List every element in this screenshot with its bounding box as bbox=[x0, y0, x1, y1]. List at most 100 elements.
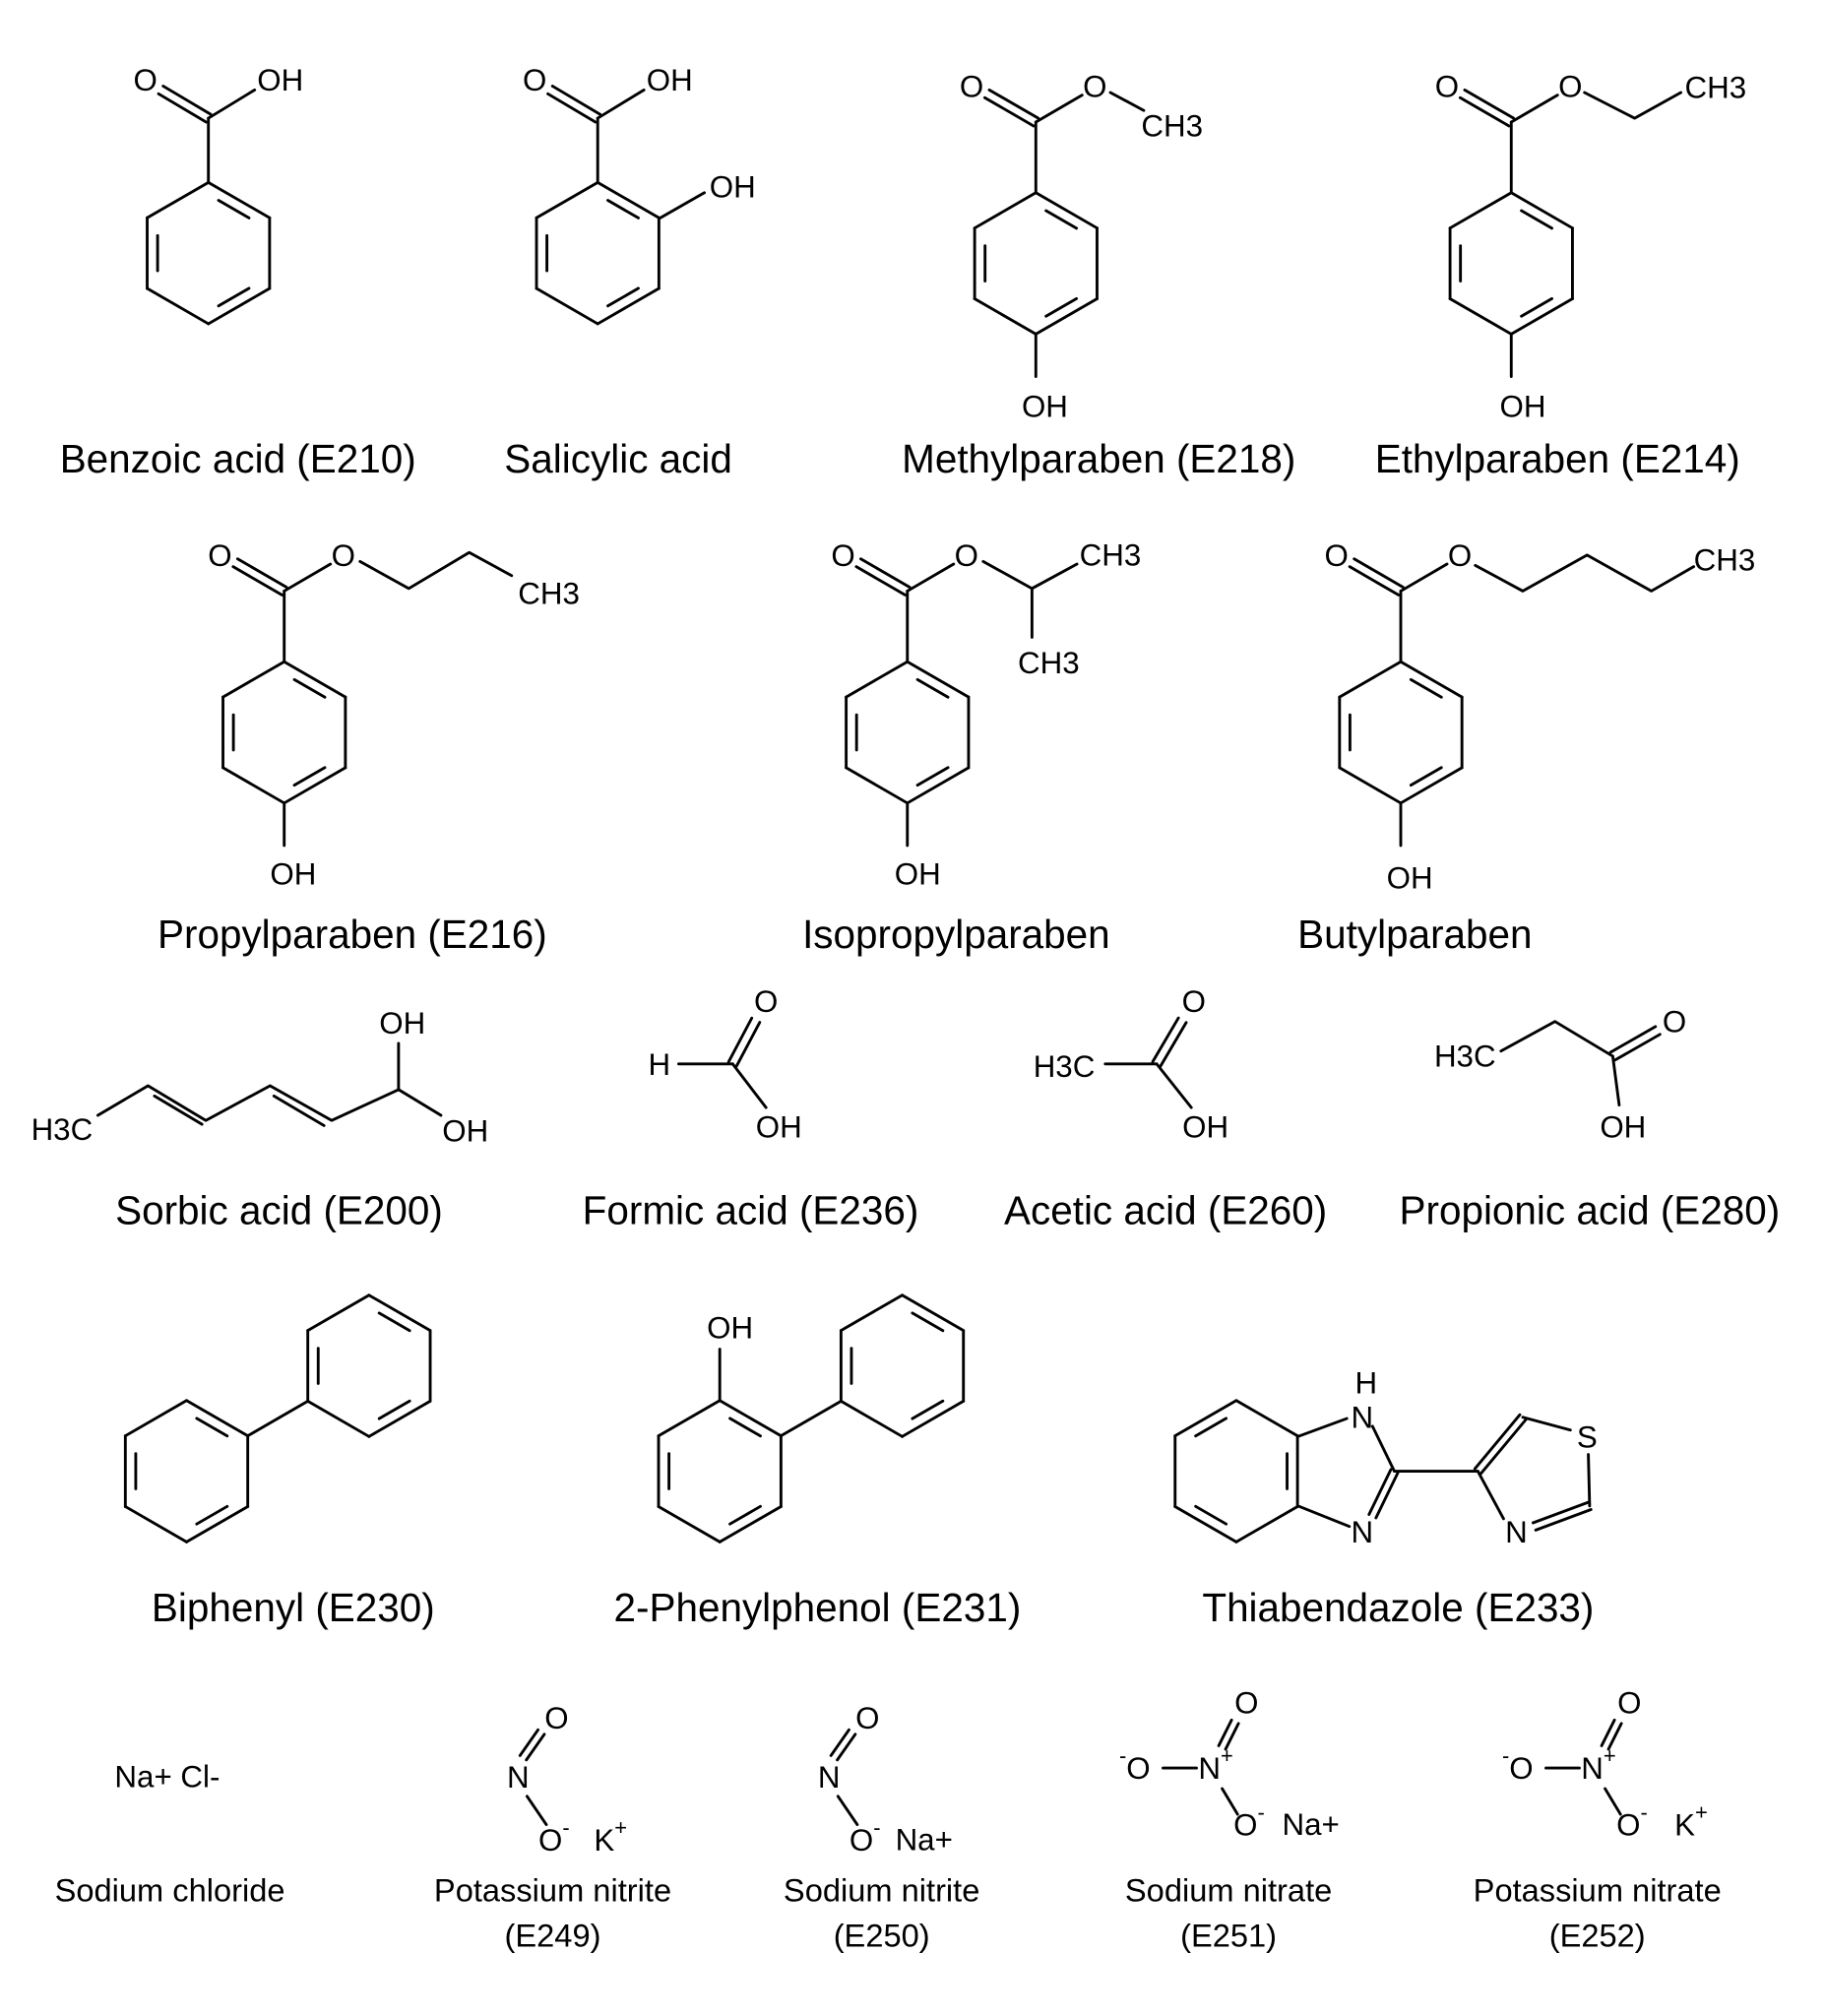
ring-bond bbox=[306, 1399, 371, 1438]
bond bbox=[1296, 1504, 1352, 1529]
ring-bond bbox=[1338, 766, 1403, 805]
atom-label: O bbox=[1083, 69, 1106, 103]
carbon-chain-bond bbox=[1499, 1020, 1614, 1058]
compound-name: Potassium nitrite bbox=[434, 1872, 671, 1909]
bond bbox=[283, 562, 333, 593]
aromatic-double-bond bbox=[292, 766, 327, 788]
compound-name: Sorbic acid (E200) bbox=[115, 1188, 443, 1233]
ring-bond bbox=[845, 660, 910, 699]
ring-bond bbox=[123, 1399, 188, 1438]
ring-bond bbox=[207, 180, 272, 220]
ring-bond bbox=[1448, 297, 1513, 336]
ring-bond bbox=[1234, 1505, 1299, 1544]
double-bond bbox=[734, 1021, 762, 1068]
double-bond bbox=[1217, 1718, 1233, 1747]
atom-label: O bbox=[1182, 983, 1206, 1018]
atom-label: H bbox=[1354, 1365, 1377, 1400]
molecule-sodium-nitrite: ONO-Na+Sodium nitrite(E250) bbox=[784, 1701, 979, 1954]
molecule-biphenyl: Biphenyl (E230) bbox=[123, 1293, 435, 1630]
bond bbox=[1370, 1424, 1396, 1473]
atom-label: O- bbox=[850, 1815, 881, 1858]
ring-bond bbox=[845, 766, 910, 805]
atom-label: OH bbox=[379, 1006, 425, 1040]
aromatic-double-bond bbox=[1194, 1417, 1228, 1438]
atom-label: CH3 bbox=[518, 577, 580, 611]
carbon-chain-bond bbox=[1108, 91, 1146, 112]
bond bbox=[730, 1062, 768, 1109]
ring-bond bbox=[1399, 766, 1464, 805]
double-bond bbox=[726, 1016, 754, 1064]
double-bond bbox=[518, 1728, 539, 1757]
atom-label: Na+ bbox=[896, 1823, 953, 1858]
aromatic-double-bond bbox=[1520, 296, 1553, 318]
compound-name: 2-Phenylphenol (E231) bbox=[614, 1585, 1022, 1630]
ring-bond bbox=[283, 660, 347, 699]
compound-e-number: (E252) bbox=[1549, 1917, 1646, 1953]
atom-label: OH bbox=[895, 856, 941, 891]
atom-label: N bbox=[507, 1760, 530, 1795]
double-bond bbox=[1606, 1722, 1623, 1751]
bond bbox=[1034, 94, 1084, 124]
aromatic-double-bond bbox=[606, 286, 640, 308]
double-bond bbox=[1159, 1021, 1188, 1068]
double-bond bbox=[272, 1094, 326, 1127]
bond bbox=[836, 1795, 859, 1826]
bond bbox=[207, 88, 257, 120]
atom-label: OH bbox=[647, 62, 693, 96]
ring-bond bbox=[185, 1505, 250, 1544]
atom-label: O bbox=[754, 983, 778, 1018]
double-bond bbox=[1463, 88, 1515, 120]
aromatic-double-bond bbox=[377, 1399, 411, 1420]
bond bbox=[1221, 1787, 1239, 1816]
double-bond bbox=[1367, 1468, 1393, 1516]
bond bbox=[906, 562, 956, 593]
ring-bond bbox=[596, 286, 661, 326]
double-bond bbox=[525, 1732, 546, 1762]
compound-e-number: (E250) bbox=[834, 1917, 930, 1953]
ring-bond bbox=[221, 660, 286, 699]
ring-bond bbox=[718, 1399, 783, 1438]
double-bond bbox=[1353, 557, 1405, 589]
compound-name: Biphenyl (E230) bbox=[152, 1585, 435, 1630]
atom-label: Na+ Cl- bbox=[114, 1760, 220, 1795]
atom-label: O bbox=[1617, 1685, 1641, 1720]
aromatic-double-bond bbox=[1409, 766, 1443, 788]
ring-bond bbox=[535, 180, 599, 220]
compound-name: Butylparaben bbox=[1297, 912, 1532, 957]
atom-label: O bbox=[134, 62, 157, 96]
atom-label: CH3 bbox=[1018, 646, 1080, 680]
atom-label: O bbox=[208, 537, 231, 572]
double-bond bbox=[1600, 1718, 1616, 1747]
atom-label: O bbox=[332, 537, 355, 572]
atom-label: O bbox=[1435, 69, 1459, 103]
double-bond bbox=[1224, 1722, 1240, 1751]
atom-label: CH3 bbox=[1141, 108, 1203, 143]
atom-label: O bbox=[1325, 537, 1349, 572]
compound-name: Propylparaben (E216) bbox=[157, 912, 547, 957]
ring-bond bbox=[185, 1399, 250, 1438]
ring-bond bbox=[146, 286, 211, 326]
aromatic-double-bond bbox=[1409, 677, 1443, 699]
atom-label: H3C bbox=[1034, 1049, 1096, 1084]
aromatic-double-bond bbox=[377, 1311, 411, 1333]
double-bond bbox=[1613, 1033, 1662, 1062]
aromatic-double-bond bbox=[606, 199, 640, 220]
double-bond bbox=[1374, 1471, 1400, 1520]
compound-name: Sodium nitrite bbox=[784, 1872, 979, 1909]
compound-name: Thiabendazole (E233) bbox=[1202, 1585, 1594, 1630]
ring-bond bbox=[973, 297, 1038, 336]
atom-label: O bbox=[955, 537, 978, 572]
ring-bond bbox=[1173, 1505, 1238, 1544]
bond bbox=[1610, 1054, 1621, 1106]
bond bbox=[1296, 1417, 1349, 1438]
ring-bond bbox=[906, 766, 971, 805]
atom-label: OH bbox=[1182, 1109, 1228, 1144]
ring-bond bbox=[1234, 1399, 1299, 1438]
carbon-chain-bond bbox=[1583, 91, 1682, 120]
atom-label: -O bbox=[1502, 1743, 1534, 1786]
